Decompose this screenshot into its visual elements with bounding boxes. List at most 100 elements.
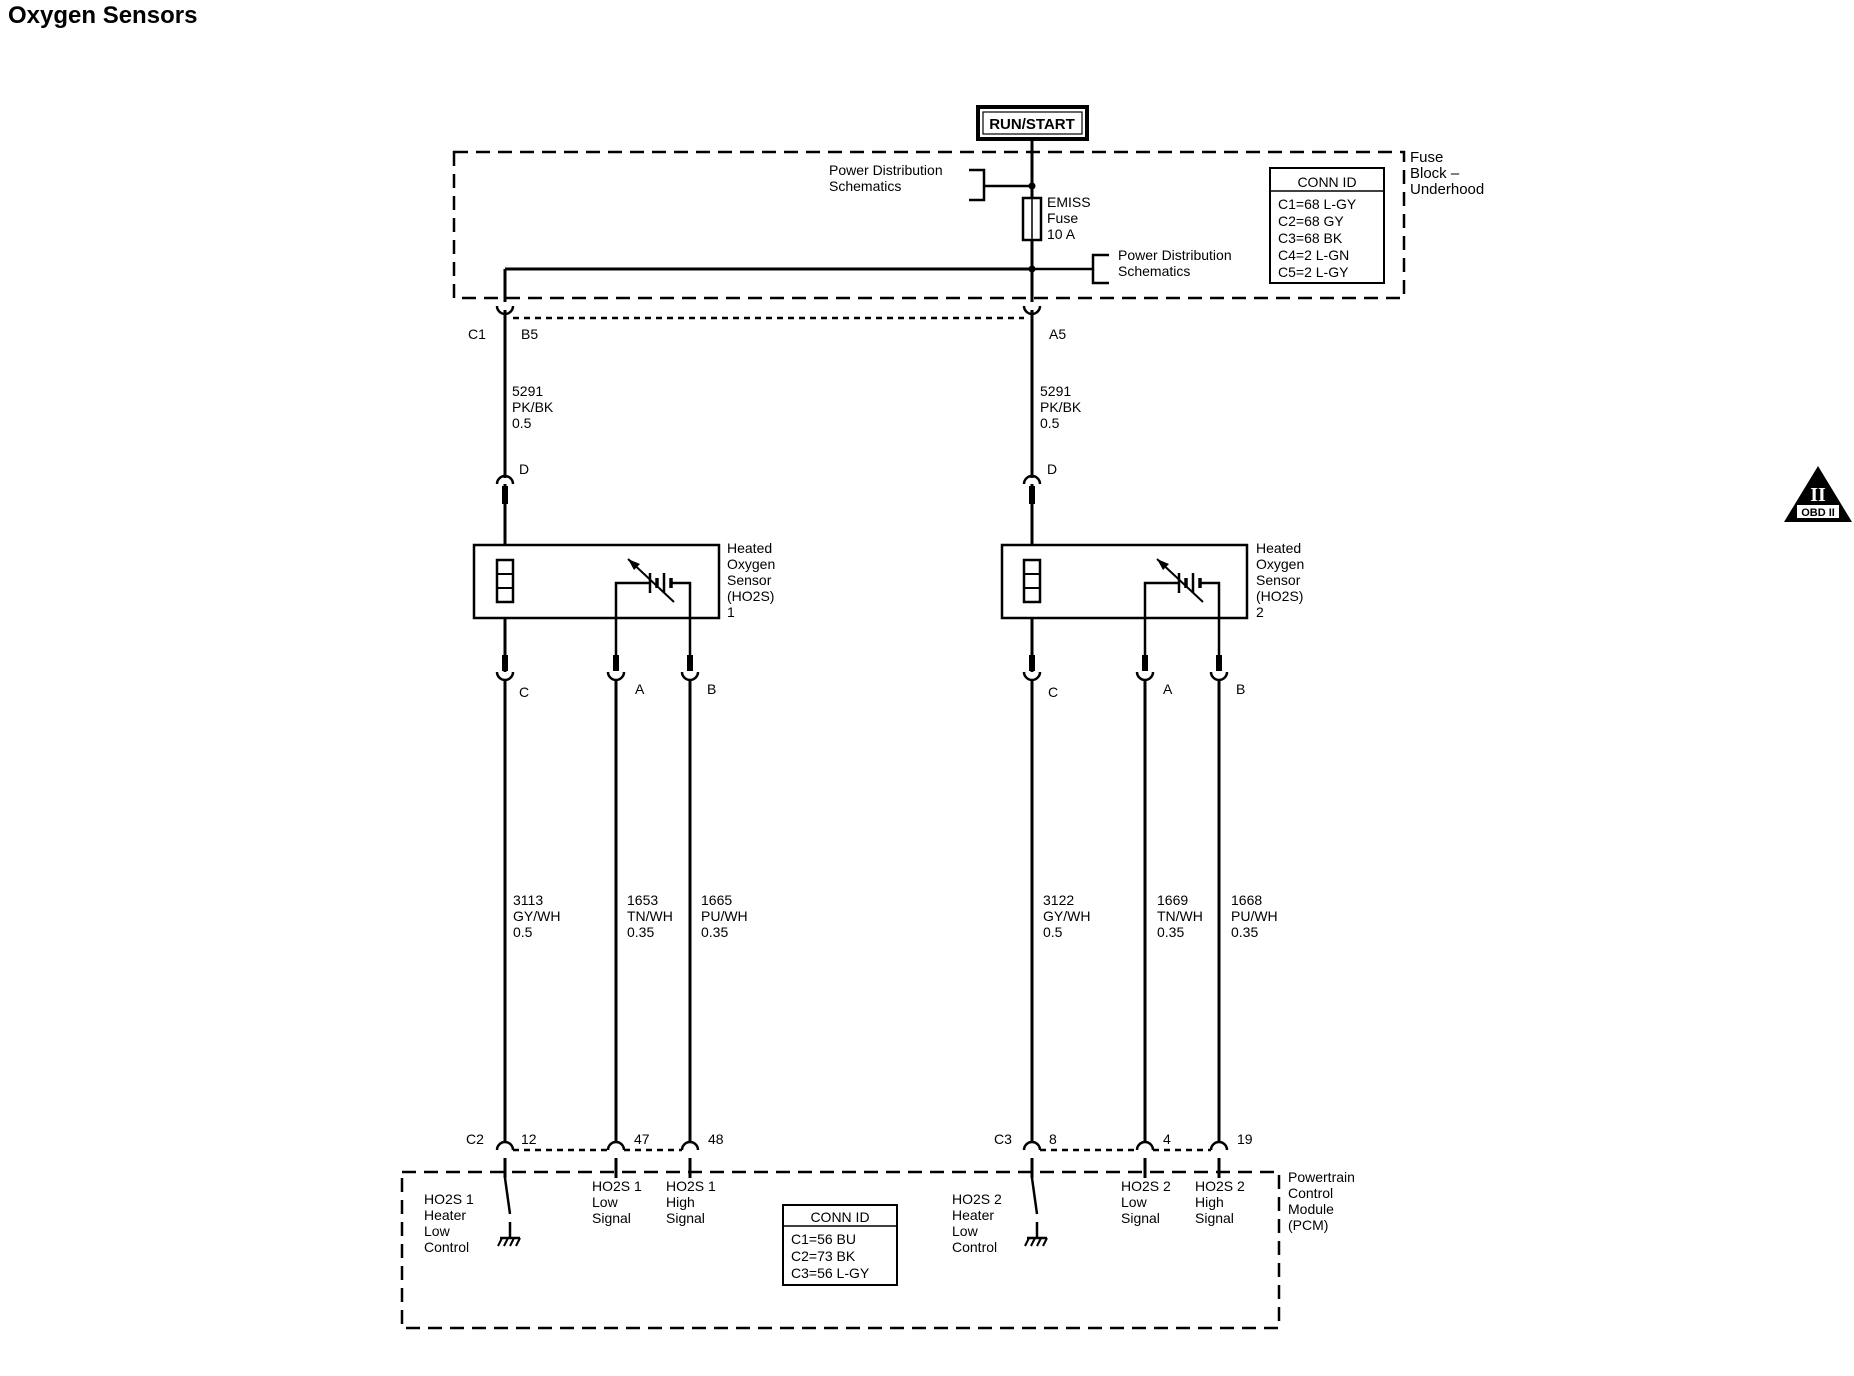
sensor-1-label-line-3: Sensor (727, 572, 772, 588)
pcm-label-line-4: (PCM) (1288, 1217, 1328, 1233)
pcm-label-1-line-3: Signal (592, 1210, 631, 1226)
connector-pin-a5: A5 (1049, 326, 1066, 342)
fuse-block-conn-id-0: C1=68 L-GY (1278, 196, 1357, 212)
power-distribution-right-line-2: Schematics (1118, 263, 1190, 279)
fuse-block-conn-id-1: C2=68 GY (1278, 213, 1344, 229)
pcm-connector-c2: C2 12 47 48 (466, 1131, 724, 1152)
pcm-pin-48: 48 (708, 1131, 724, 1147)
fuse-block-outline (452, 150, 1406, 300)
pcm-conn-id-2: C3=56 L-GY (791, 1265, 870, 1281)
wire-1653-color: TN/WH (627, 908, 673, 924)
fuse-block-conn-id-table: CONN ID C1=68 L-GY C2=68 GY C3=68 BK C4=… (1269, 167, 1385, 284)
supply-left-color: PK/BK (512, 399, 554, 415)
pcm-label-3-line-1: HO2S 2 (952, 1191, 1002, 1207)
obd-badge-label: OBD II (1801, 507, 1835, 519)
pcm-outline (400, 1170, 1281, 1330)
pcm-label-5-line-1: HO2S 2 (1195, 1178, 1245, 1194)
pcm-conn-id-table: CONN ID C1=56 BU C2=73 BK C3=56 L-GY (782, 1204, 898, 1286)
power-distribution-top: Power Distribution Schematics (829, 162, 1036, 202)
fuse-label-line-1: EMISS (1047, 194, 1091, 210)
obd-badge-numeral: II (1810, 484, 1826, 506)
pcm-label-4-line-1: HO2S 2 (1121, 1178, 1171, 1194)
signal-wires (503, 680, 1221, 1142)
pcm-label-5-line-3: Signal (1195, 1210, 1234, 1226)
power-distribution-right-line-1: Power Distribution (1118, 247, 1232, 263)
fuse-block-label-line-2: Block – (1410, 165, 1460, 182)
fuse-block-label: Fuse Block – Underhood (1410, 149, 1484, 198)
pcm-label-ho2s2-low: HO2S 2 Low Signal (1121, 1178, 1171, 1226)
pcm-label-2-line-2: High (666, 1194, 695, 1210)
pcm-label-3-line-3: Low (952, 1223, 979, 1239)
sensor-1-pin-b: B (707, 681, 716, 697)
pcm-label-ho2s1-high: HO2S 1 High Signal (666, 1178, 716, 1226)
sensor-1-pin-c: C (519, 684, 529, 700)
sensor-2-wire-labels: 3122 GY/WH 0.5 1669 TN/WH 0.35 1668 PU/W… (1043, 892, 1278, 940)
sensor-1-label-line-2: Oxygen (727, 556, 775, 572)
wire-1669-color: TN/WH (1157, 908, 1203, 924)
pcm-label-ho2s2-heater: HO2S 2 Heater Low Control (952, 1191, 1002, 1255)
wire-1669-size: 0.35 (1157, 924, 1184, 940)
page-title: Oxygen Sensors (8, 2, 198, 29)
supply-right-circuit: 5291 (1040, 383, 1071, 399)
sensor-1-label-line-5: 1 (727, 604, 735, 620)
sensor-2-heater-icon (1022, 558, 1042, 604)
wire-3113-color: GY/WH (513, 908, 560, 924)
sensor-1: Heated Oxygen Sensor (HO2S) 1 (472, 540, 775, 661)
wire-3122-circuit: 3122 (1043, 892, 1074, 908)
sensor-2-connector-d: D (1022, 461, 1057, 545)
sensor-2-pin-b: B (1236, 681, 1245, 697)
supply-wire-left: 5291 PK/BK 0.5 (503, 310, 554, 478)
pcm-label-line-2: Control (1288, 1185, 1333, 1201)
wire-3122-size: 0.5 (1043, 924, 1063, 940)
pcm-label-0-line-2: Heater (424, 1207, 466, 1223)
sensor-1-label-line-1: Heated (727, 540, 772, 556)
wire-3113-size: 0.5 (513, 924, 533, 940)
sensor-1-element-icon (614, 558, 692, 661)
wire-1665-size: 0.35 (701, 924, 728, 940)
fuse-block-conn-id-2: C3=68 BK (1278, 230, 1343, 246)
sensor-2-label-line-3: Sensor (1256, 572, 1301, 588)
pcm-label-2-line-3: Signal (666, 1210, 705, 1226)
sensor-2-label-line-2: Oxygen (1256, 556, 1304, 572)
supply-left-circuit: 5291 (512, 383, 543, 399)
fuse-label-line-3: 10 A (1047, 226, 1076, 242)
wire-3113-circuit: 3113 (513, 892, 543, 908)
power-distribution-right: Power Distribution Schematics (1091, 247, 1232, 285)
sensor-2-label-line-5: 2 (1256, 604, 1264, 620)
sensor-1-pin-d: D (519, 461, 529, 477)
pcm-label-2-line-1: HO2S 1 (666, 1178, 716, 1194)
pcm-connector-c3-label: C3 (994, 1131, 1012, 1147)
pcm-pin-8: 8 (1049, 1131, 1057, 1147)
pcm-label-0-line-3: Low (424, 1223, 451, 1239)
pcm-label-ho2s1-heater: HO2S 1 Heater Low Control (424, 1191, 474, 1255)
pcm-label-line-1: Powertrain (1288, 1169, 1355, 1185)
pcm-pin-4: 4 (1163, 1131, 1171, 1147)
pcm-conn-id-0: C1=56 BU (791, 1231, 856, 1247)
pcm-label-0-line-4: Control (424, 1239, 469, 1255)
sensor-2-label-line-4: (HO2S) (1256, 588, 1303, 604)
pcm-label-4-line-3: Signal (1121, 1210, 1160, 1226)
sensor-2-pin-c: C (1048, 684, 1058, 700)
power-distribution-top-line-2: Schematics (829, 178, 901, 194)
pcm-label-3-line-2: Heater (952, 1207, 994, 1223)
sensor-2-label-line-1: Heated (1256, 540, 1301, 556)
sensor-1-heater-icon (495, 558, 515, 604)
pcm-label-0-line-1: HO2S 1 (424, 1191, 474, 1207)
pcm-connector-c2-label: C2 (466, 1131, 484, 1147)
wire-1665-circuit: 1665 (701, 892, 732, 908)
pcm-label-4-line-2: Low (1121, 1194, 1148, 1210)
supply-right-size: 0.5 (1040, 415, 1060, 431)
obd-ii-badge: II OBD II (1784, 466, 1852, 522)
fuse-block-label-line-1: Fuse (1410, 149, 1443, 166)
run-start-box: RUN/START (976, 105, 1089, 141)
fuse-block-conn-id-4: C5=2 L-GY (1278, 264, 1349, 280)
emiss-fuse: EMISS Fuse 10 A (1021, 139, 1091, 302)
pcm-label: Powertrain Control Module (PCM) (1288, 1169, 1355, 1233)
pcm-label-1-line-2: Low (592, 1194, 619, 1210)
sensor-1-wire-labels: 3113 GY/WH 0.5 1653 TN/WH 0.35 1665 PU/W… (513, 892, 748, 940)
power-bus (503, 265, 1092, 302)
pcm-signal-stubs (614, 1158, 1221, 1178)
pcm-pin-47: 47 (634, 1131, 650, 1147)
pcm-pin-19: 19 (1237, 1131, 1253, 1147)
